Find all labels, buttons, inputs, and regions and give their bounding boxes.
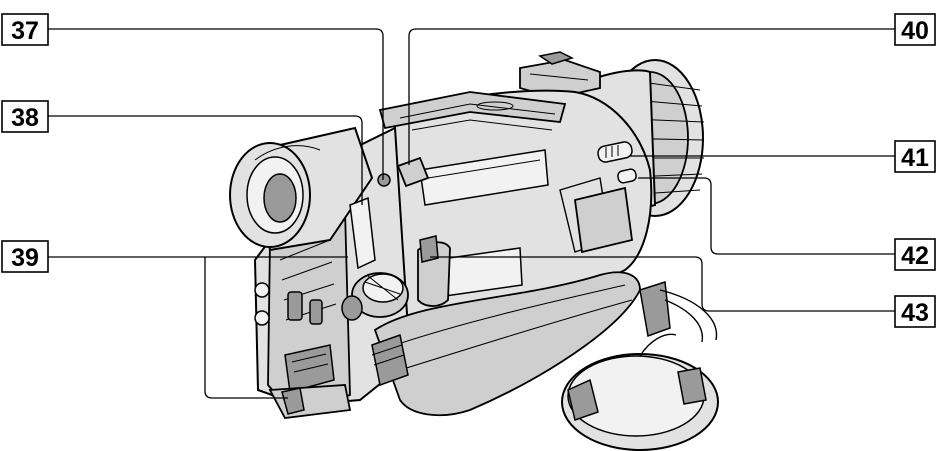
callout-41-number: 41 [901,144,929,172]
callout-43-number: 43 [901,299,929,327]
callout-38: 38 [1,100,49,133]
leader-38 [48,115,363,205]
callout-40-number: 40 [901,17,929,45]
callout-43: 43 [894,295,936,328]
callout-39: 39 [1,240,49,273]
leader-37 [48,28,384,180]
leader-39b [204,257,288,399]
callout-42: 42 [894,238,936,271]
mode-dial [341,156,430,321]
viewfinder [229,126,374,252]
callout-37: 37 [1,13,49,46]
leader-40 [408,28,895,165]
accessory-shoe [519,51,601,99]
callout-41: 41 [894,140,936,173]
callout-38-number: 38 [11,104,39,132]
leader-lines [48,28,895,399]
lens-cap [561,333,719,451]
hand-strap [371,271,718,417]
camcorder-illustration [229,51,719,451]
leader-43 [430,256,895,312]
callout-39-number: 39 [11,244,39,272]
camcorder-body [378,89,653,369]
callout-40: 40 [894,13,936,46]
leader-42 [638,177,895,255]
callout-37-number: 37 [11,17,39,45]
callout-42-number: 42 [901,242,929,270]
